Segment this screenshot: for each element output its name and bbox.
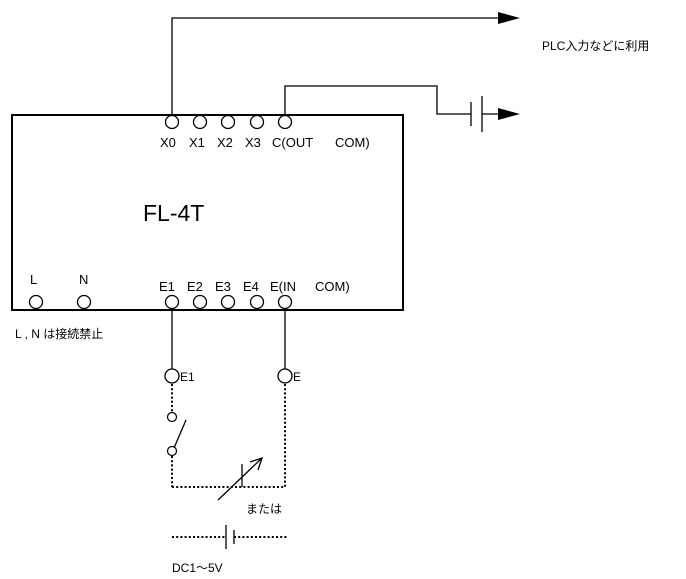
terminal-e-in-com[interactable] [277, 294, 293, 310]
label-e2: E2 [187, 279, 203, 294]
dc-source-label: DC1～5V [172, 561, 223, 575]
input-e-terminal[interactable] [277, 368, 293, 384]
or-label: または [246, 502, 282, 516]
device-model-title: FL-4T [143, 200, 204, 226]
label-x3: X3 [245, 135, 261, 150]
switch-contact-top [166, 411, 178, 423]
input-e1-terminal[interactable] [164, 368, 180, 384]
terminal-e1[interactable] [164, 294, 180, 310]
label-c-out: C(OUT [272, 135, 313, 150]
ln-prohibited-note: L , N は接続禁止 [15, 326, 103, 341]
input-e-label: E [293, 370, 301, 384]
label-x1: X1 [189, 135, 205, 150]
terminal-l[interactable] [28, 294, 44, 310]
terminal-c-out-com[interactable] [277, 114, 293, 130]
label-e-in: E(IN [270, 279, 296, 294]
x0-output-wire [171, 12, 520, 115]
label-x2: X2 [217, 135, 233, 150]
switch-blade [173, 419, 187, 449]
label-e4: E4 [243, 279, 259, 294]
variable-source-icon [217, 456, 264, 501]
top-terminals [164, 114, 293, 130]
label-l: L [30, 272, 37, 287]
arrow-right-icon [498, 12, 520, 24]
arrow-right-icon [498, 108, 520, 120]
common-output-wire [284, 85, 520, 132]
input-e1-label: E1 [180, 370, 195, 384]
label-e3: E3 [215, 279, 231, 294]
device-box [11, 114, 404, 311]
label-e1: E1 [159, 279, 175, 294]
terminal-e4[interactable] [249, 294, 265, 310]
label-in-com: COM) [315, 279, 350, 294]
bottom-terminals [164, 294, 293, 310]
terminal-x3[interactable] [249, 114, 265, 130]
label-n: N [79, 272, 88, 287]
dc-source-icon [172, 525, 287, 549]
terminal-n[interactable] [76, 294, 92, 310]
terminal-x2[interactable] [220, 114, 236, 130]
terminal-e2[interactable] [192, 294, 208, 310]
label-out-com: COM) [335, 135, 370, 150]
plc-input-note: PLC入力などに利用 [542, 39, 649, 53]
switch-contact-bottom [166, 445, 178, 457]
terminal-x0[interactable] [164, 114, 180, 130]
label-x0: X0 [160, 135, 176, 150]
terminal-x1[interactable] [192, 114, 208, 130]
terminal-e3[interactable] [220, 294, 236, 310]
